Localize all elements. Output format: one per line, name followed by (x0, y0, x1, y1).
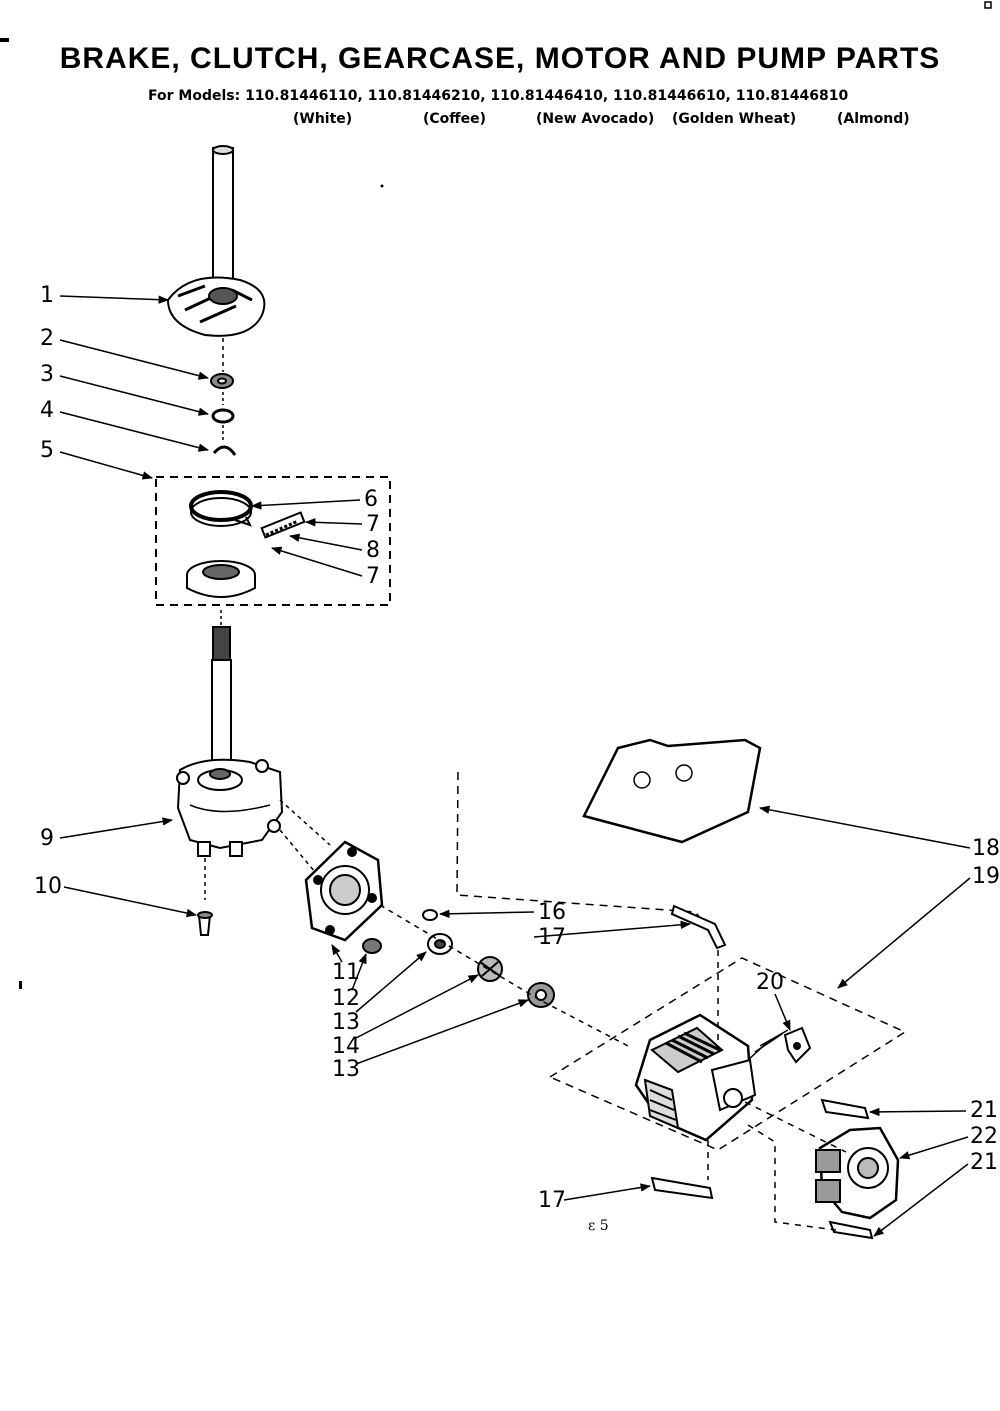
callout-7a: 7 (366, 512, 380, 537)
callout-6: 6 (364, 487, 378, 512)
part-washers (210, 373, 237, 456)
part-gearcase (176, 610, 331, 900)
part-screw (197, 911, 213, 936)
callout-14: 14 (332, 1034, 360, 1059)
callout-16: 16 (538, 900, 566, 925)
part-pump (744, 1098, 900, 1240)
callout-8: 8 (366, 538, 380, 563)
callout-leaders (59, 295, 971, 1237)
callout-17a: 17 (538, 925, 566, 950)
model-color-coffee: (Coffee) (423, 111, 487, 127)
models-line: For Models: 110.81446110, 110.81446210, … (148, 88, 849, 104)
callout-1: 1 (40, 283, 54, 308)
callout-9: 9 (40, 826, 54, 851)
callout-12: 12 (332, 986, 360, 1011)
callout-17b: 17 (538, 1188, 566, 1213)
callout-11: 11 (332, 960, 360, 985)
callout-10: 10 (34, 874, 62, 899)
callout-5: 5 (40, 438, 54, 463)
callout-22: 22 (970, 1124, 998, 1149)
callout-7b: 7 (366, 564, 380, 589)
model-color-golden-wheat: (Golden Wheat) (672, 111, 797, 127)
callout-21b: 21 (970, 1150, 998, 1175)
part-cover-plate (582, 738, 762, 844)
callout-18: 18 (972, 836, 1000, 861)
callout-19: 19 (972, 864, 1000, 889)
part-pump-plate (304, 840, 384, 942)
callout-13b: 13 (332, 1057, 360, 1082)
part-motor-assembly (456, 771, 907, 1151)
model-color-white: (White) (293, 111, 353, 127)
model-color-new-avocado: (New Avocado) (536, 111, 655, 127)
page-mark: ε 5 (588, 1218, 609, 1234)
page-title: BRAKE, CLUTCH, GEARCASE, MOTOR AND PUMP … (59, 42, 941, 75)
part-clutch-assembly (155, 476, 391, 606)
callout-4: 4 (40, 398, 54, 423)
callout-21a: 21 (970, 1098, 998, 1123)
callout-3: 3 (40, 362, 54, 387)
model-color-almond: (Almond) (837, 111, 910, 127)
callout-2: 2 (40, 326, 54, 351)
part-hose-strap (650, 904, 727, 1200)
part-brake-shaft (166, 145, 266, 372)
part-pump-small-items (362, 904, 631, 1048)
callout-20: 20 (756, 970, 784, 995)
callout-13a: 13 (332, 1010, 360, 1035)
scan-specks (0, 1, 992, 989)
